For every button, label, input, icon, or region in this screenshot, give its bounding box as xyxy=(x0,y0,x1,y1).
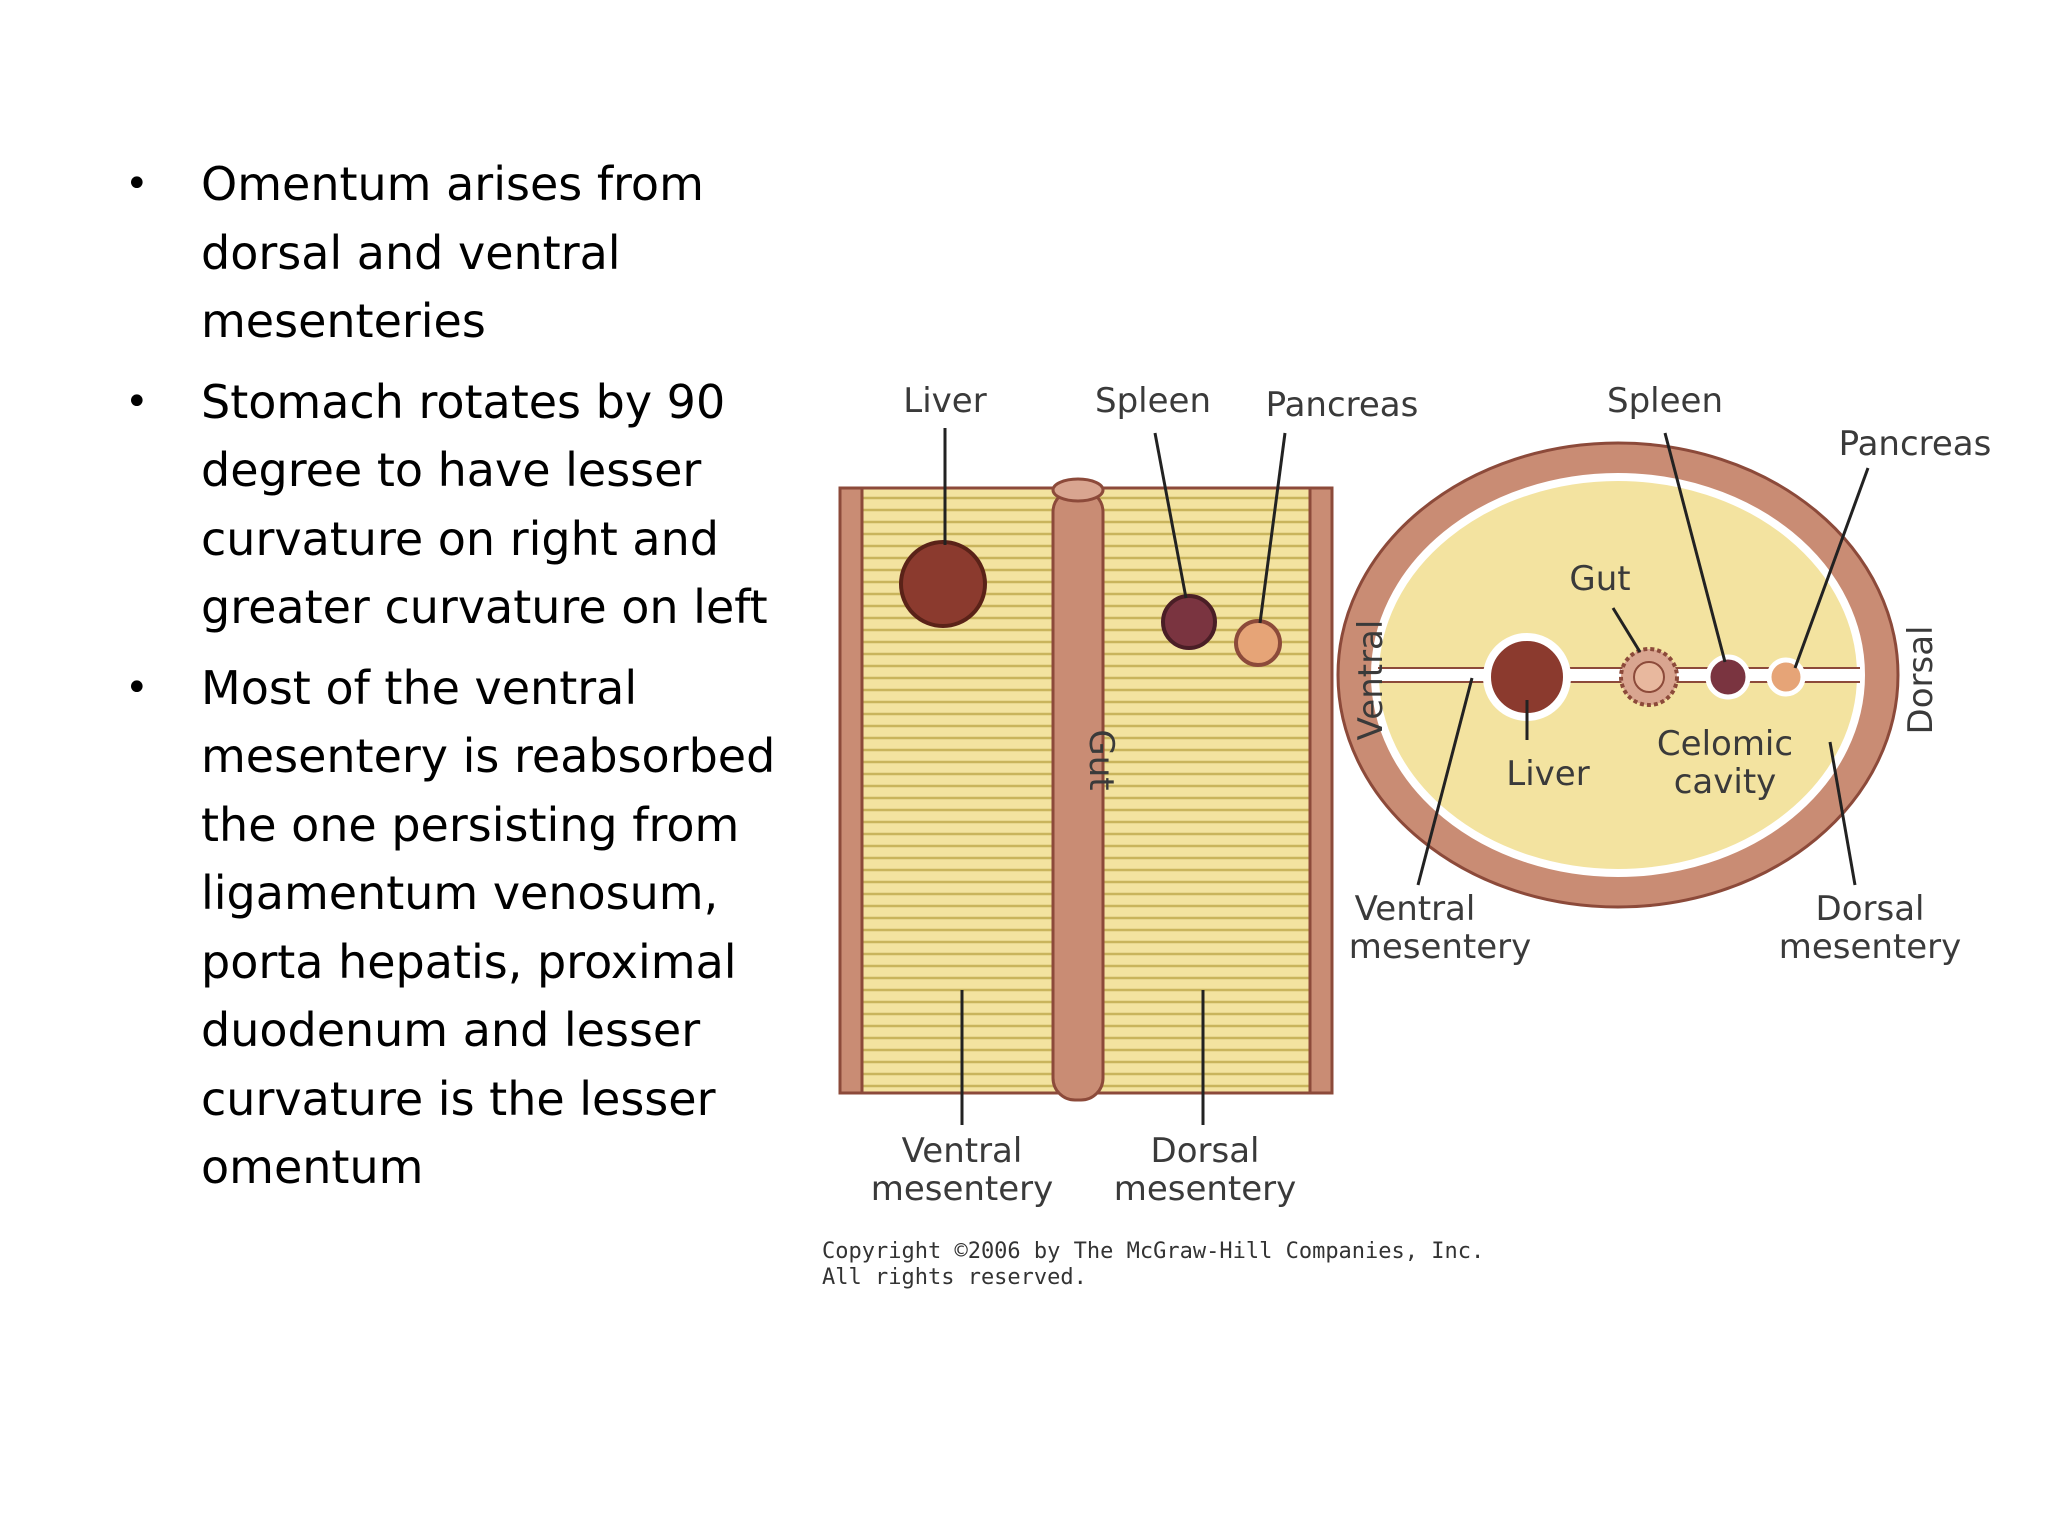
pancreas-section xyxy=(1766,657,1806,697)
bullet-dot: • xyxy=(125,161,149,207)
label-celomic-cavity: cavity xyxy=(1674,762,1777,802)
label-gut: Gut xyxy=(1081,729,1121,790)
leader-line xyxy=(1416,677,1474,886)
label-pancreas: Pancreas xyxy=(1266,385,1419,425)
label-ventral-mesentery: Ventral xyxy=(1355,889,1476,929)
bullet-text: duodenum and lesser xyxy=(201,1003,701,1057)
label-celomic-cavity: Celomic xyxy=(1657,724,1793,764)
bullet-text: greater curvature on left xyxy=(201,580,768,634)
label-dorsal: Dorsal xyxy=(1901,626,1941,735)
leader-line xyxy=(1153,432,1188,599)
bullet-text: curvature is the lesser xyxy=(201,1071,716,1126)
leader-line xyxy=(1828,741,1857,886)
bullet-dot: • xyxy=(125,378,149,425)
label-dorsal-mesentery: mesentery xyxy=(1779,927,1962,967)
gut-tube xyxy=(1051,488,1105,1102)
bullet-text: dorsal and ventral xyxy=(201,225,621,280)
label-spleen: Spleen xyxy=(1095,381,1211,421)
left-panel: Liver Spleen Pancreas Gut Ventral mesent… xyxy=(838,381,1419,1209)
spleen-section xyxy=(1705,654,1751,700)
right-panel: Spleen Pancreas Gut Liver Celomic cavity… xyxy=(1336,381,1992,967)
label-ventral-mesentery: mesentery xyxy=(1349,927,1532,967)
bullet-text: Stomach rotates by 90 xyxy=(201,374,726,429)
bullet-text: mesenteries xyxy=(201,294,486,348)
bullet-item: • Omentum arises from dorsal and ventral… xyxy=(115,150,795,356)
label-gut: Gut xyxy=(1569,559,1630,599)
gut-tube-top xyxy=(1051,477,1105,503)
ventral-body-wall xyxy=(838,486,864,1095)
bullet-item: • Most of the ventral mesentery is reabs… xyxy=(115,654,795,1202)
label-liver: Liver xyxy=(903,381,986,421)
gut-section-inner xyxy=(1633,661,1665,693)
leader-line xyxy=(1611,607,1642,653)
bullet-text: ligamentum venosum, xyxy=(201,866,719,920)
bullet-list: • Omentum arises from dorsal and ventral… xyxy=(115,150,795,1214)
label-liver: Liver xyxy=(1506,754,1589,794)
label-ventral: Ventral xyxy=(1351,620,1391,741)
label-dorsal-mesentery: Dorsal xyxy=(1151,1131,1260,1171)
spleen-organ xyxy=(1161,594,1217,650)
bullet-text: porta hepatis, proximal xyxy=(201,934,737,989)
bullet-text: degree to have lesser xyxy=(201,443,702,497)
liver-organ xyxy=(899,540,987,628)
leader-line xyxy=(1793,467,1870,669)
bullet-text: the one persisting from xyxy=(201,797,740,852)
label-pancreas: Pancreas xyxy=(1839,424,1992,464)
label-dorsal-mesentery: mesentery xyxy=(1114,1169,1297,1209)
dorsal-body-wall xyxy=(1308,486,1334,1095)
label-ventral-mesentery: Ventral xyxy=(902,1131,1023,1171)
bullet-text: curvature on right and xyxy=(201,511,719,566)
leader-line xyxy=(1663,432,1727,663)
label-dorsal-mesentery: Dorsal xyxy=(1816,889,1925,929)
bullet-text: Most of the ventral xyxy=(201,660,638,715)
label-spleen: Spleen xyxy=(1607,381,1723,421)
bullet-text: mesentery is reabsorbed xyxy=(201,729,776,783)
copyright-line: All rights reserved. xyxy=(822,1265,1087,1290)
pancreas-organ xyxy=(1234,619,1282,667)
copyright-line: Copyright ©2006 by The McGraw-Hill Compa… xyxy=(822,1239,1484,1264)
bullet-text: omentum xyxy=(201,1140,424,1194)
bullet-dot: • xyxy=(125,664,149,711)
bullet-text: Omentum arises from xyxy=(201,157,704,211)
bullet-item: • Stomach rotates by 90 degree to have l… xyxy=(115,368,795,642)
leader-line xyxy=(1258,432,1287,624)
label-ventral-mesentery: mesentery xyxy=(871,1169,1054,1209)
